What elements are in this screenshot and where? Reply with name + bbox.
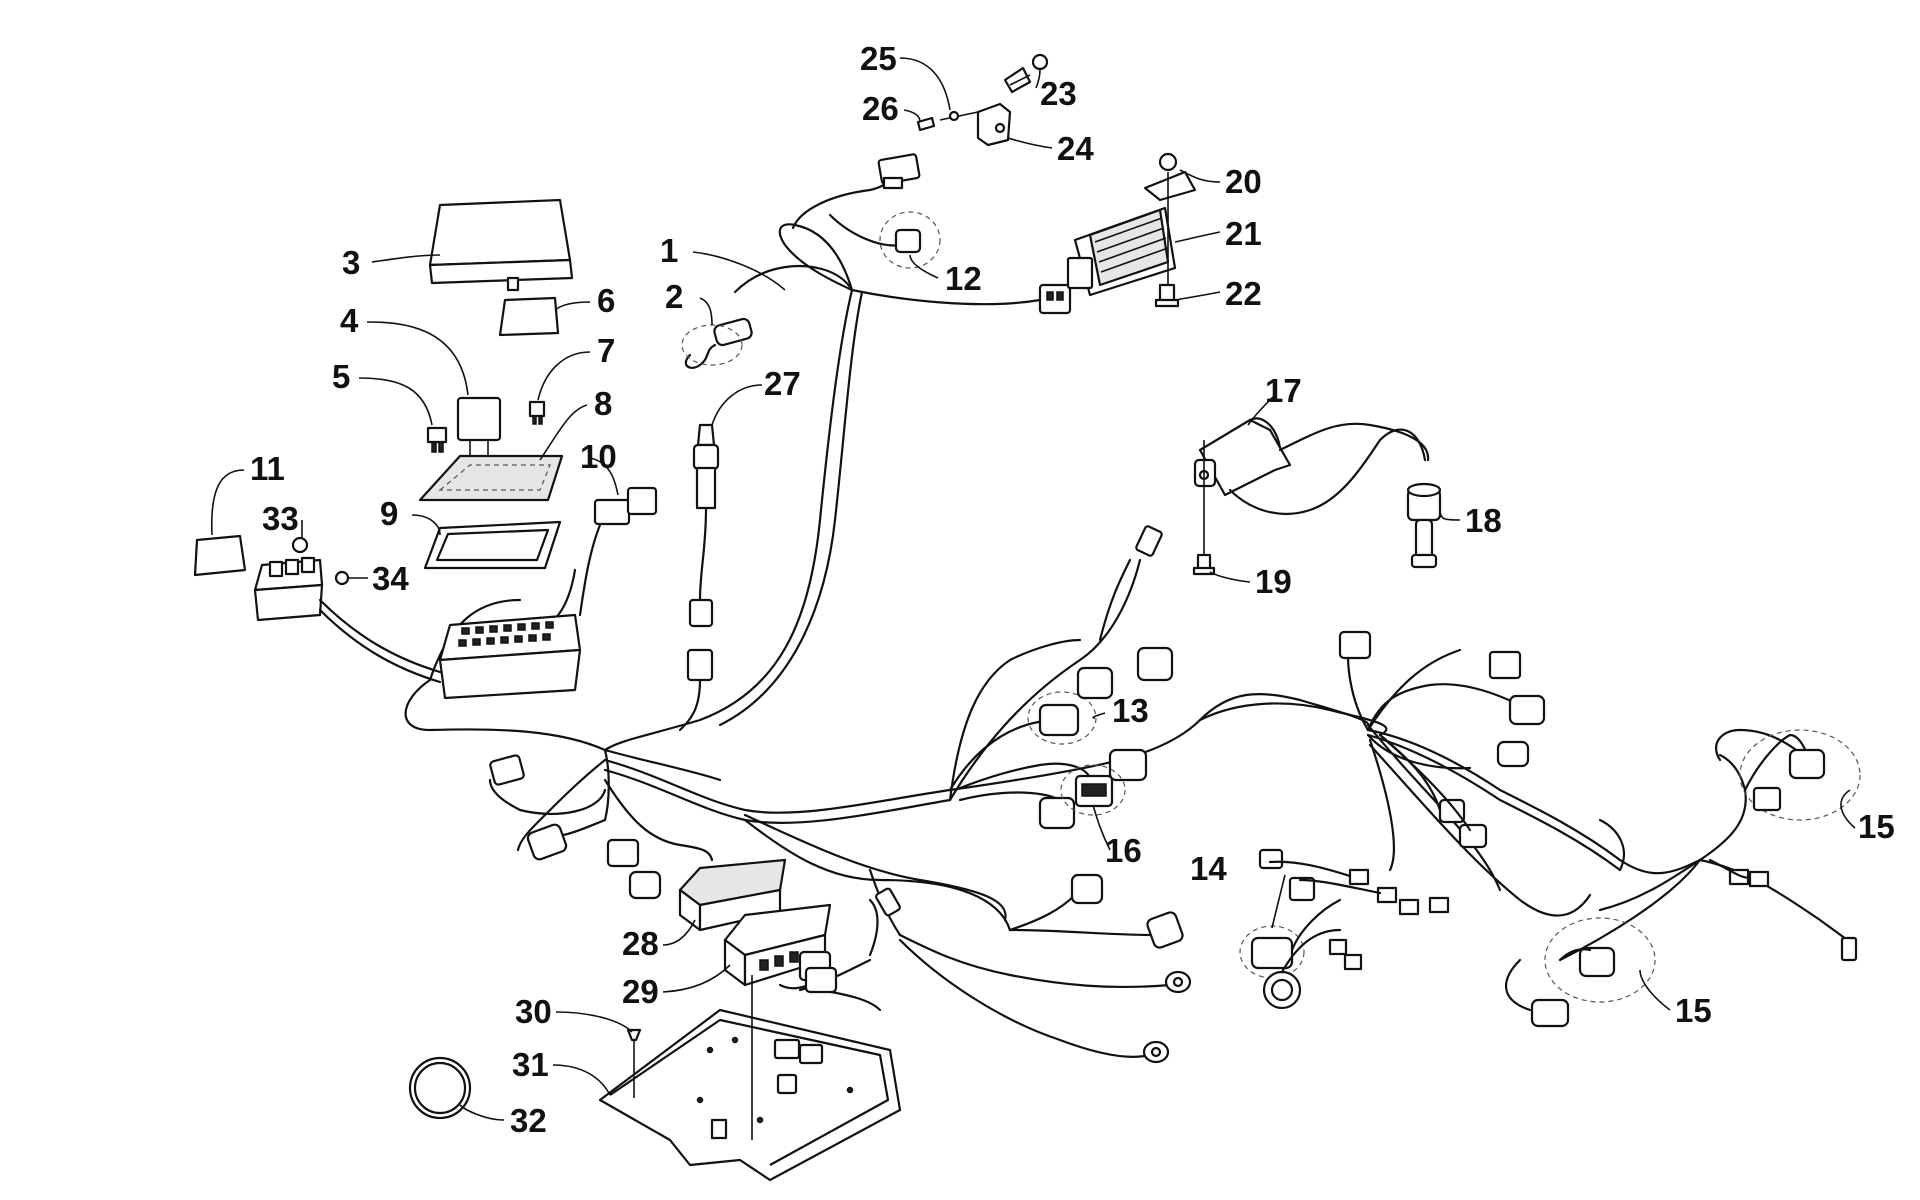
connector-regulator-plug — [1038, 283, 1072, 315]
callout-34: 34 — [372, 560, 409, 597]
screw-33 — [291, 536, 309, 554]
connectors-upper-right-branch — [1338, 630, 1546, 849]
nut-34 — [334, 570, 350, 586]
callout-15-upper: 15 — [1858, 808, 1895, 845]
connector-13 — [1027, 646, 1174, 830]
callout-5: 5 — [332, 358, 350, 395]
callout-15-lower: 15 — [1675, 992, 1712, 1029]
callout-9: 9 — [380, 495, 398, 532]
fuse-5 — [426, 426, 448, 453]
callout-10: 10 — [580, 438, 617, 475]
callout-30: 30 — [515, 993, 552, 1030]
callout-19: 19 — [1255, 563, 1292, 600]
ground-terminals — [1142, 970, 1192, 1064]
fuse-block-slots — [458, 621, 554, 647]
connector-ecu-side — [875, 873, 1184, 949]
callout-labels: 1 2 3 4 5 6 7 8 9 10 11 12 13 14 15 15 1… — [250, 40, 1895, 1139]
leader-lines — [210, 57, 1856, 1121]
callout-8: 8 — [594, 385, 612, 422]
connector-coil-lead — [1098, 525, 1163, 642]
relay-6 — [498, 296, 560, 337]
voltage-regulator-21 — [1066, 152, 1197, 308]
callout-33: 33 — [262, 500, 299, 537]
relay-4 — [456, 396, 502, 455]
fuse-box-cover-3 — [428, 198, 574, 292]
callout-24: 24 — [1057, 130, 1094, 167]
callout-14: 14 — [1190, 850, 1227, 887]
connector-group-15-lower — [1504, 917, 1656, 1028]
connector-12 — [879, 211, 941, 269]
fuse-7 — [528, 400, 546, 425]
callout-18: 18 — [1465, 502, 1502, 539]
mount-bracket-24 — [916, 53, 1049, 147]
clamp-32 — [408, 1056, 472, 1120]
callout-3: 3 — [342, 244, 360, 281]
callout-11: 11 — [250, 450, 285, 487]
connector-left-2 — [526, 823, 568, 861]
callout-28: 28 — [622, 925, 659, 962]
connector-left-3 — [606, 838, 662, 900]
callout-1: 1 — [660, 232, 678, 269]
fastener-30 — [626, 1028, 642, 1098]
terminal-block — [253, 556, 442, 684]
callout-20: 20 — [1225, 163, 1262, 200]
fuse-block-base — [438, 613, 582, 700]
callout-22: 22 — [1225, 275, 1262, 312]
ignition-coil-17 — [1192, 417, 1430, 576]
connector-2 — [681, 317, 753, 369]
callout-17: 17 — [1265, 372, 1302, 409]
connector-left-1 — [489, 754, 525, 786]
main-harness — [404, 176, 1857, 1058]
callout-31: 31 — [512, 1046, 549, 1083]
connector-right-edge — [1840, 936, 1858, 962]
callout-25: 25 — [860, 40, 897, 77]
gasket-9 — [423, 520, 562, 570]
sensor-27 — [678, 423, 720, 732]
connector-group-15-upper — [1708, 729, 1861, 888]
callout-32: 32 — [510, 1102, 547, 1139]
connector-group-14 — [1239, 848, 1450, 1010]
callout-29: 29 — [622, 973, 659, 1010]
callout-2: 2 — [665, 278, 683, 315]
connector-10 — [578, 486, 658, 617]
ecu-29 — [723, 903, 838, 994]
callout-16: 16 — [1105, 832, 1142, 869]
callout-23: 23 — [1040, 75, 1077, 112]
callout-21: 21 — [1225, 215, 1262, 252]
connector-top — [877, 153, 921, 190]
flasher-11 — [193, 534, 247, 577]
callout-27: 27 — [764, 365, 801, 402]
mounting-tray-31 — [598, 975, 902, 1182]
callout-4: 4 — [340, 302, 359, 339]
callout-26: 26 — [862, 90, 899, 127]
spark-plug-cap-18 — [1406, 482, 1442, 569]
callout-6: 6 — [597, 282, 615, 319]
callout-12: 12 — [945, 260, 982, 297]
callout-7: 7 — [597, 332, 615, 369]
label-8 — [418, 454, 564, 502]
callout-13: 13 — [1112, 692, 1149, 729]
